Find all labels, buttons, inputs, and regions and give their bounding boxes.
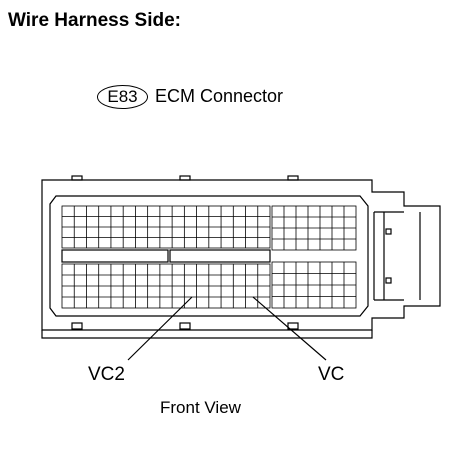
latch-hole-bottom — [385, 277, 392, 284]
pin-grid-bottom-right — [271, 261, 357, 309]
diagram-title: Wire Harness Side: — [8, 10, 182, 31]
latch-hole-top — [385, 228, 392, 235]
side-latch — [373, 211, 421, 301]
top-tab-1 — [71, 175, 83, 181]
view-label: Front View — [160, 398, 241, 417]
connector-code-badge: E83 — [97, 85, 148, 109]
top-tab-2 — [179, 175, 191, 181]
bottom-tab-1 — [71, 322, 83, 330]
pin-grid-bottom-left — [61, 263, 271, 309]
pin-label-vc: VC — [318, 364, 345, 385]
divider-band-mid — [169, 249, 271, 263]
housing-bottom-lip — [41, 330, 373, 339]
pin-grid-top-right — [271, 205, 357, 251]
top-tab-3 — [287, 175, 299, 181]
bottom-tab-2 — [179, 322, 191, 330]
pin-grid-top-left — [61, 205, 271, 249]
divider-band-left — [61, 249, 169, 263]
bottom-tab-3 — [287, 322, 299, 330]
connector-housing — [41, 179, 441, 331]
pin-label-vc2: VC2 — [88, 364, 125, 385]
leader-line-vc — [252, 296, 327, 361]
connector-name: ECM Connector — [155, 86, 284, 106]
inner-frame — [49, 195, 369, 317]
leader-line-vc2 — [127, 296, 193, 361]
